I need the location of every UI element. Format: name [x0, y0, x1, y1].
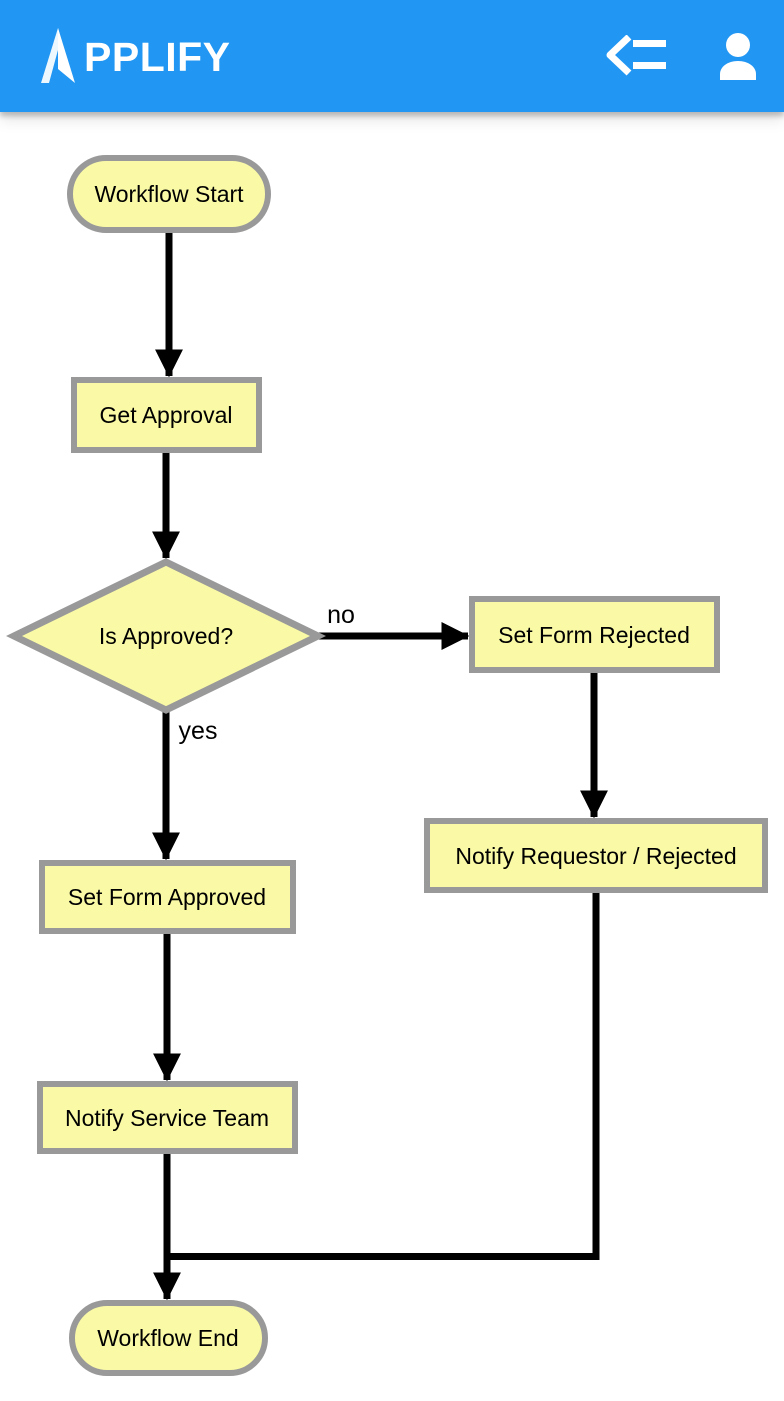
node-label-set-form-rejected: Set Form Rejected [498, 622, 690, 648]
workflow-diagram: no yes Workflow Start [0, 112, 784, 1401]
node-notify-service-team: Notify Service Team [37, 1081, 298, 1154]
node-notify-requestor-rejected: Notify Requestor / Rejected [424, 818, 768, 893]
node-workflow-start: Workflow Start [67, 155, 271, 233]
node-get-approval: Get Approval [71, 377, 262, 453]
person-icon[interactable] [718, 32, 758, 80]
brand-logo[interactable]: PPLIFY [40, 28, 231, 84]
brand-wordmark: PPLIFY [84, 33, 231, 80]
node-set-form-approved: Set Form Approved [39, 860, 296, 934]
node-label-notify-requestor-rejected: Notify Requestor / Rejected [455, 843, 736, 869]
node-label-workflow-start: Workflow Start [94, 181, 244, 207]
node-workflow-end: Workflow End [69, 1300, 268, 1376]
app-bar: PPLIFY [0, 0, 784, 112]
node-label-workflow-end: Workflow End [97, 1325, 238, 1351]
edge-decision-yes: yes [152, 710, 218, 861]
node-is-approved: Is Approved? [6, 558, 326, 714]
workflow-svg: no yes Workflow Start [6, 155, 768, 1376]
edge-label-no: no [327, 601, 355, 629]
node-label-is-approved: Is Approved? [99, 623, 233, 649]
node-set-form-rejected: Set Form Rejected [469, 596, 720, 673]
node-label-notify-service-team: Notify Service Team [65, 1105, 269, 1131]
applify-logo-icon [40, 28, 76, 84]
edge-label-yes: yes [179, 717, 218, 745]
node-label-get-approval: Get Approval [100, 402, 233, 428]
appbar-actions [606, 32, 758, 80]
edge-decision-no: no [318, 601, 470, 650]
node-label-set-form-approved: Set Form Approved [68, 884, 266, 910]
edge-notify-requestor-to-end [167, 890, 600, 1260]
collapse-menu-icon[interactable] [606, 35, 666, 77]
